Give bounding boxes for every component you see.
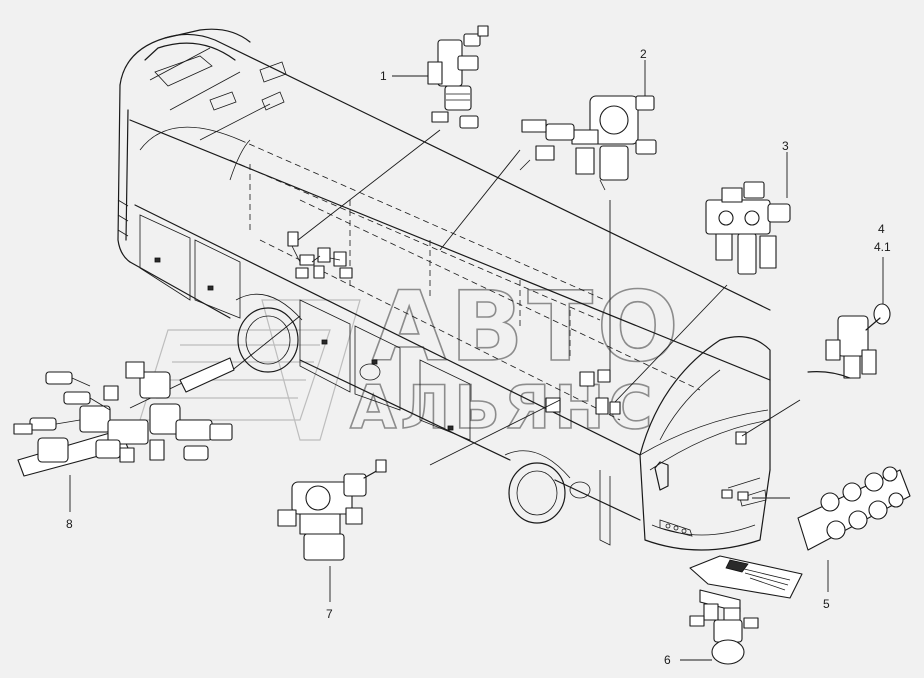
installed-valves-rear [287,231,353,279]
bus-body [117,28,771,551]
callout-1: 1 [380,69,387,83]
valve-part-3 [705,181,791,275]
callout-labels: 1 2 3 4 4.1 5 6 7 8 [66,47,891,667]
callout-7: 7 [326,607,333,621]
valve-part-1 [427,25,489,129]
callout-2: 2 [640,47,647,61]
watermark-line1: АВТО [372,271,683,383]
pedal-part-6 [689,555,803,665]
callout-8: 8 [66,517,73,531]
callout-5: 5 [823,597,830,611]
callout-4-1: 4.1 [874,240,891,254]
watermark-logo: АВТО АЛЬЯНС [139,270,683,444]
valve-part-4 [807,303,891,379]
valve-part-7 [277,459,387,561]
callout-4: 4 [878,222,885,236]
valve-assembly-part-8 [13,357,235,477]
panel-part-5 [797,466,911,551]
callout-6: 6 [664,653,671,667]
valve-part-2 [519,95,657,191]
installed-valves-front [545,369,749,501]
callout-3: 3 [782,139,789,153]
